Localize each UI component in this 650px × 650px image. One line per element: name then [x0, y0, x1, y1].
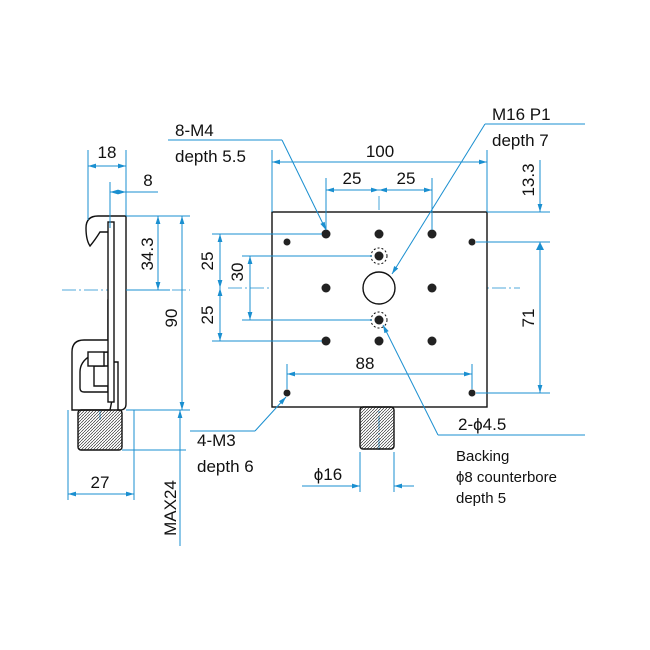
side-screw-head: [87, 351, 105, 367]
m4-hole: [374, 229, 384, 239]
callout-m4-depth: depth 5.5: [175, 147, 246, 166]
dim-left-25-bottom: 25: [198, 306, 217, 325]
dim-top-25-left: 25: [343, 169, 362, 188]
dim-13-3: 13.3: [519, 163, 538, 196]
callout-hole-diameter: 2-ϕ4.5: [458, 415, 506, 434]
dim-left-25-top: 25: [198, 252, 217, 271]
top-view: 100 25 25 13.3 71 25 25 30 88: [198, 142, 550, 492]
callouts: 8-M4 depth 5.5 M16 P1 depth 7 4-M3 depth…: [168, 105, 585, 507]
callout-m3-depth: depth 6: [197, 457, 254, 476]
m4-hole: [321, 229, 331, 239]
m3-holes: [283, 238, 476, 397]
m16-center-hole: [362, 271, 396, 305]
dim-phi16: ϕ16: [314, 465, 342, 484]
counterbore-hole: [374, 315, 384, 325]
callout-m16-thread: M16 P1: [492, 105, 551, 124]
callout-m3-count: 4-M3: [197, 431, 236, 450]
m4-hole: [374, 336, 384, 346]
top-knob: [359, 406, 395, 450]
dim-top-25-right: 25: [397, 169, 416, 188]
dim-max24: MAX24: [161, 480, 180, 536]
m3-hole: [283, 238, 291, 246]
callout-m16-depth: depth 7: [492, 131, 549, 150]
dim-30: 30: [228, 263, 247, 282]
dim-8: 8: [143, 171, 152, 190]
callout-hole-counterbore: ϕ8 counterbore: [456, 469, 557, 486]
dim-88: 88: [356, 354, 375, 373]
m4-holes: [321, 229, 437, 346]
callout-hole-depth: depth 5: [456, 490, 506, 507]
dim-90: 90: [162, 309, 181, 328]
stage-plate: [271, 211, 488, 408]
m3-hole: [468, 238, 476, 246]
m4-hole: [427, 336, 437, 346]
callout-m4-count: 8-M4: [175, 121, 214, 140]
m4-hole: [321, 336, 331, 346]
dim-71: 71: [519, 309, 538, 328]
m4-hole: [321, 283, 331, 293]
m4-hole: [427, 229, 437, 239]
callout-hole-backing: Backing: [456, 448, 509, 465]
dim-100: 100: [366, 142, 394, 161]
dim-34-3: 34.3: [138, 237, 157, 270]
dim-18: 18: [98, 143, 117, 162]
side-rail: [107, 221, 115, 403]
counterbore-hole: [374, 251, 384, 261]
m3-hole: [283, 389, 291, 397]
dim-27: 27: [91, 473, 110, 492]
side-knob: [77, 409, 123, 451]
side-view: 18 8 34.3 90 27 MAX24: [62, 143, 190, 546]
m3-hole: [468, 389, 476, 397]
m4-hole: [427, 283, 437, 293]
